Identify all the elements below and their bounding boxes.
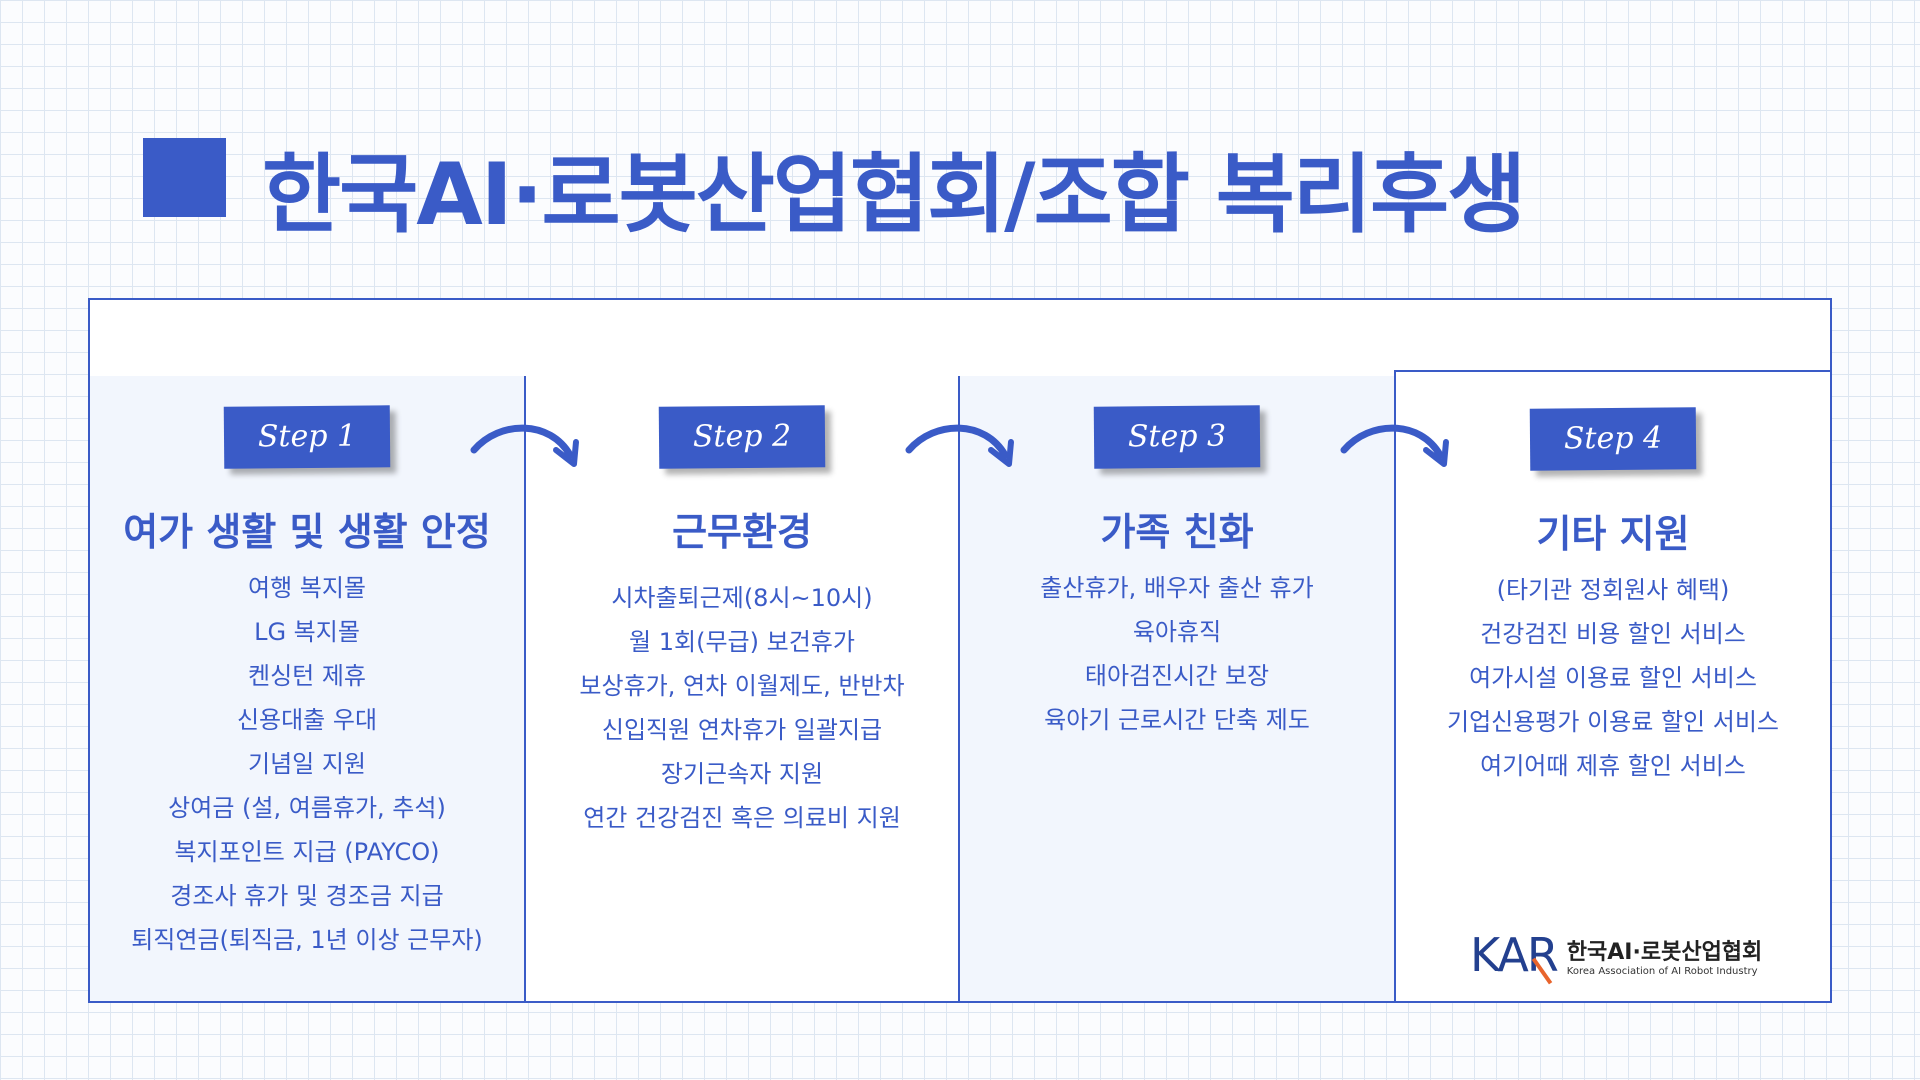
benefit-list: 시차출퇴근제(8시~10시) 월 1회(무급) 보건휴가 보상휴가, 연차 이월… [526, 576, 958, 840]
list-item: 여행 복지몰 [247, 574, 367, 602]
benefits-panel: Step 1 여가 생활 및 생활 안정 여행 복지몰 LG 복지몰 켄싱턴 제… [88, 298, 1832, 1003]
page-title: 한국AI·로봇산업협회/조합 복리후생 [262, 145, 1526, 245]
list-item: LG 복지몰 [254, 618, 360, 646]
list-item: 여기어때 제휴 할인 서비스 [1480, 752, 1746, 780]
list-item: 상여금 (설, 여름휴가, 추석) [168, 794, 446, 822]
list-item: (타기관 정회원사 혜택) [1496, 576, 1730, 604]
list-item: 건강검진 비용 할인 서비스 [1480, 620, 1746, 648]
step-column-4: Step 4 기타 지원 (타기관 정회원사 혜택) 건강검진 비용 할인 서비… [1394, 370, 1830, 1001]
list-item: 기념일 지원 [247, 750, 367, 778]
list-item: 복지포인트 지급 (PAYCO) [174, 838, 440, 866]
list-item: 육아기 근로시간 단축 제도 [1044, 706, 1310, 734]
logo-mark: KAR [1470, 928, 1559, 982]
logo-name-en: Korea Association of AI Robot Industry [1566, 965, 1758, 977]
list-item: 월 1회(무급) 보건휴가 [629, 628, 855, 656]
list-item: 보상휴가, 연차 이월제도, 반반차 [579, 672, 905, 700]
step-column-2: Step 2 근무환경 시차출퇴근제(8시~10시) 월 1회(무급) 보건휴가… [526, 376, 960, 1001]
step-heading: 근무환경 [672, 510, 812, 554]
kar-logo: KAR 한국AI·로봇산업협회 Korea Association of AI … [1470, 928, 1762, 982]
list-item: 연간 건강검진 혹은 의료비 지원 [583, 804, 901, 832]
logo-name-ko: 한국AI·로봇산업협회 [1566, 939, 1763, 965]
benefit-list: (타기관 정회원사 혜택) 건강검진 비용 할인 서비스 여가시설 이용료 할인… [1396, 568, 1830, 788]
arrow-right-icon [470, 424, 579, 467]
benefit-list: 출산휴가, 배우자 출산 휴가 육아휴직 태아검진시간 보장 육아기 근로시간 … [960, 566, 1394, 742]
step-badge: Step 2 [658, 405, 826, 469]
step-heading: 기타 지원 [1536, 512, 1690, 556]
list-item: 기업신용평가 이용료 할인 서비스 [1446, 708, 1779, 736]
arrow-right-icon [905, 424, 1014, 467]
step-column-1: Step 1 여가 생활 및 생활 안정 여행 복지몰 LG 복지몰 켄싱턴 제… [90, 376, 526, 1001]
arrow-right-icon [1340, 424, 1449, 467]
list-item: 출산휴가, 배우자 출산 휴가 [1040, 574, 1314, 602]
benefit-list: 여행 복지몰 LG 복지몰 켄싱턴 제휴 신용대출 우대 기념일 지원 상여금 … [90, 566, 524, 962]
step-heading: 여가 생활 및 생활 안정 [123, 510, 491, 554]
list-item: 시차출퇴근제(8시~10시) [611, 584, 873, 612]
list-item: 경조사 휴가 및 경조금 지급 [170, 882, 444, 910]
list-item: 신용대출 우대 [236, 706, 378, 734]
list-item: 신입직원 연차휴가 일괄지급 [601, 716, 883, 744]
step-heading: 가족 친화 [1100, 510, 1254, 554]
step-badge: Step 3 [1093, 405, 1261, 469]
step-column-3: Step 3 가족 친화 출산휴가, 배우자 출산 휴가 육아휴직 태아검진시간… [960, 376, 1396, 1001]
list-item: 장기근속자 지원 [660, 760, 824, 788]
step-badge: Step 4 [1529, 407, 1697, 471]
list-item: 퇴직연금(퇴직금, 1년 이상 근무자) [131, 926, 483, 954]
step-badge: Step 1 [223, 405, 391, 469]
list-item: 여가시설 이용료 할인 서비스 [1469, 664, 1757, 692]
list-item: 태아검진시간 보장 [1084, 662, 1270, 690]
list-item: 켄싱턴 제휴 [247, 662, 367, 690]
list-item: 육아휴직 [1132, 618, 1222, 646]
title-square-icon [143, 138, 226, 217]
